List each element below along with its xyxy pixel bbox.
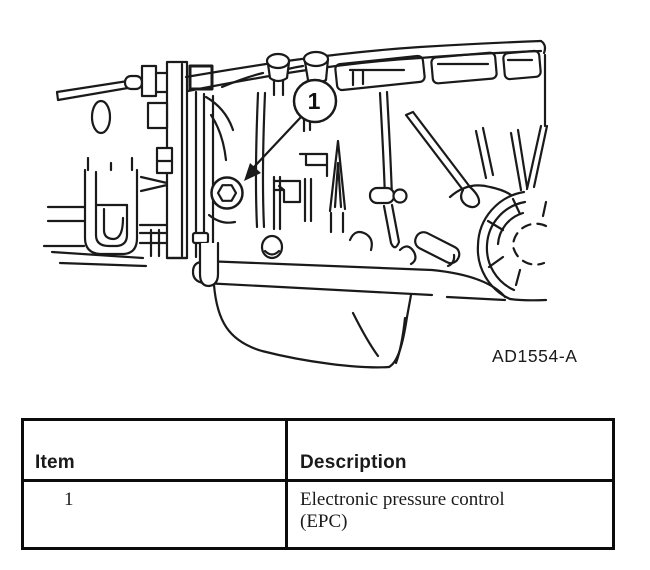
table-row-description-text: Electronic pressure control (EPC) — [300, 489, 505, 532]
linkage-rod — [368, 110, 481, 268]
transmission-figure: 1 AD1554-A — [42, 39, 578, 369]
transmission-line-drawing: 1 AD1554-A — [42, 39, 578, 369]
figure-code: AD1554-A — [492, 346, 578, 366]
mount-yoke — [42, 156, 170, 268]
table-row-item: 1 — [24, 482, 288, 547]
table-row-description: Electronic pressure control (EPC) — [288, 482, 612, 547]
callout-circle — [292, 78, 338, 124]
callout-1 — [244, 78, 338, 181]
bell-housing — [476, 190, 548, 302]
callout-number: 1 — [308, 88, 321, 114]
table-header-description: Description — [288, 421, 612, 482]
case-top-rail — [184, 39, 549, 191]
epc-solenoid — [210, 176, 244, 210]
callout-arrow-line — [252, 115, 303, 169]
bracket-plate — [139, 60, 215, 260]
callout-arrowhead — [244, 163, 261, 181]
top-bolts — [265, 50, 330, 100]
legend-table: Item Description 1 Electronic pressure c… — [21, 418, 615, 550]
table-header-item: Item — [24, 421, 288, 482]
oil-pan — [191, 231, 434, 369]
cable-assembly — [55, 64, 169, 135]
